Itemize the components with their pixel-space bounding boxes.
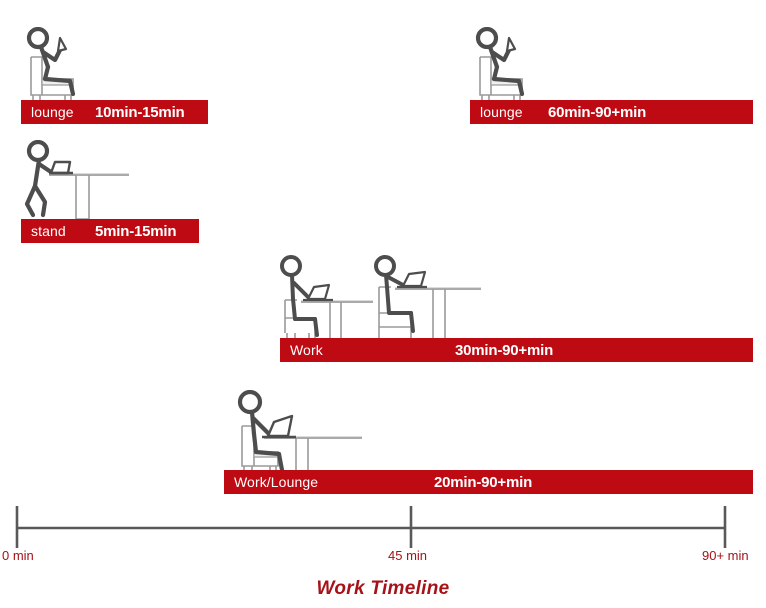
- bar-duration-lounge-short: 10min-15min: [95, 103, 185, 121]
- bar-row-work[interactable]: Work 30min-90+min: [280, 338, 753, 362]
- bar-label-work: Work: [290, 342, 323, 358]
- bar-label-stand: stand: [31, 223, 66, 239]
- bar-row-work-lounge[interactable]: Work/Lounge 20min-90+min: [224, 470, 753, 494]
- person-in-lounge-chair-at-desk-icon: [224, 390, 364, 472]
- bar-label-lounge-short: lounge: [31, 104, 74, 120]
- chart-caption: Work Timeline: [316, 578, 450, 599]
- tick-label-90-min: 90+ min: [702, 548, 749, 563]
- bar-row-lounge-long[interactable]: lounge 60min-90+min: [470, 100, 753, 124]
- bar-row-stand[interactable]: stand 5min-15min: [21, 219, 199, 243]
- person-standing-at-standing-desk-icon: [21, 140, 129, 219]
- bar-duration-work: 30min-90+min: [455, 341, 554, 359]
- bar-label-lounge-long: lounge: [480, 104, 523, 120]
- bar-duration-lounge-long: 60min-90+min: [548, 103, 647, 121]
- timeline-axis: 0 min 45 min 90+ min: [0, 500, 766, 563]
- person-lounging-with-laptop-icon: [21, 27, 93, 101]
- person-lounging-with-laptop-icon: [470, 27, 542, 101]
- two-people-working-at-desks-icon: [275, 255, 485, 339]
- tick-label-0-min: 0 min: [2, 548, 34, 563]
- bar-row-lounge-short[interactable]: lounge 10min-15min: [21, 100, 208, 124]
- tick-label-45-min: 45 min: [388, 548, 428, 563]
- bar-duration-work-lounge: 20min-90+min: [434, 473, 533, 491]
- bar-duration-stand: 5min-15min: [95, 222, 177, 240]
- bar-label-work-lounge: Work/Lounge: [234, 474, 319, 490]
- axis-svg: [15, 506, 727, 548]
